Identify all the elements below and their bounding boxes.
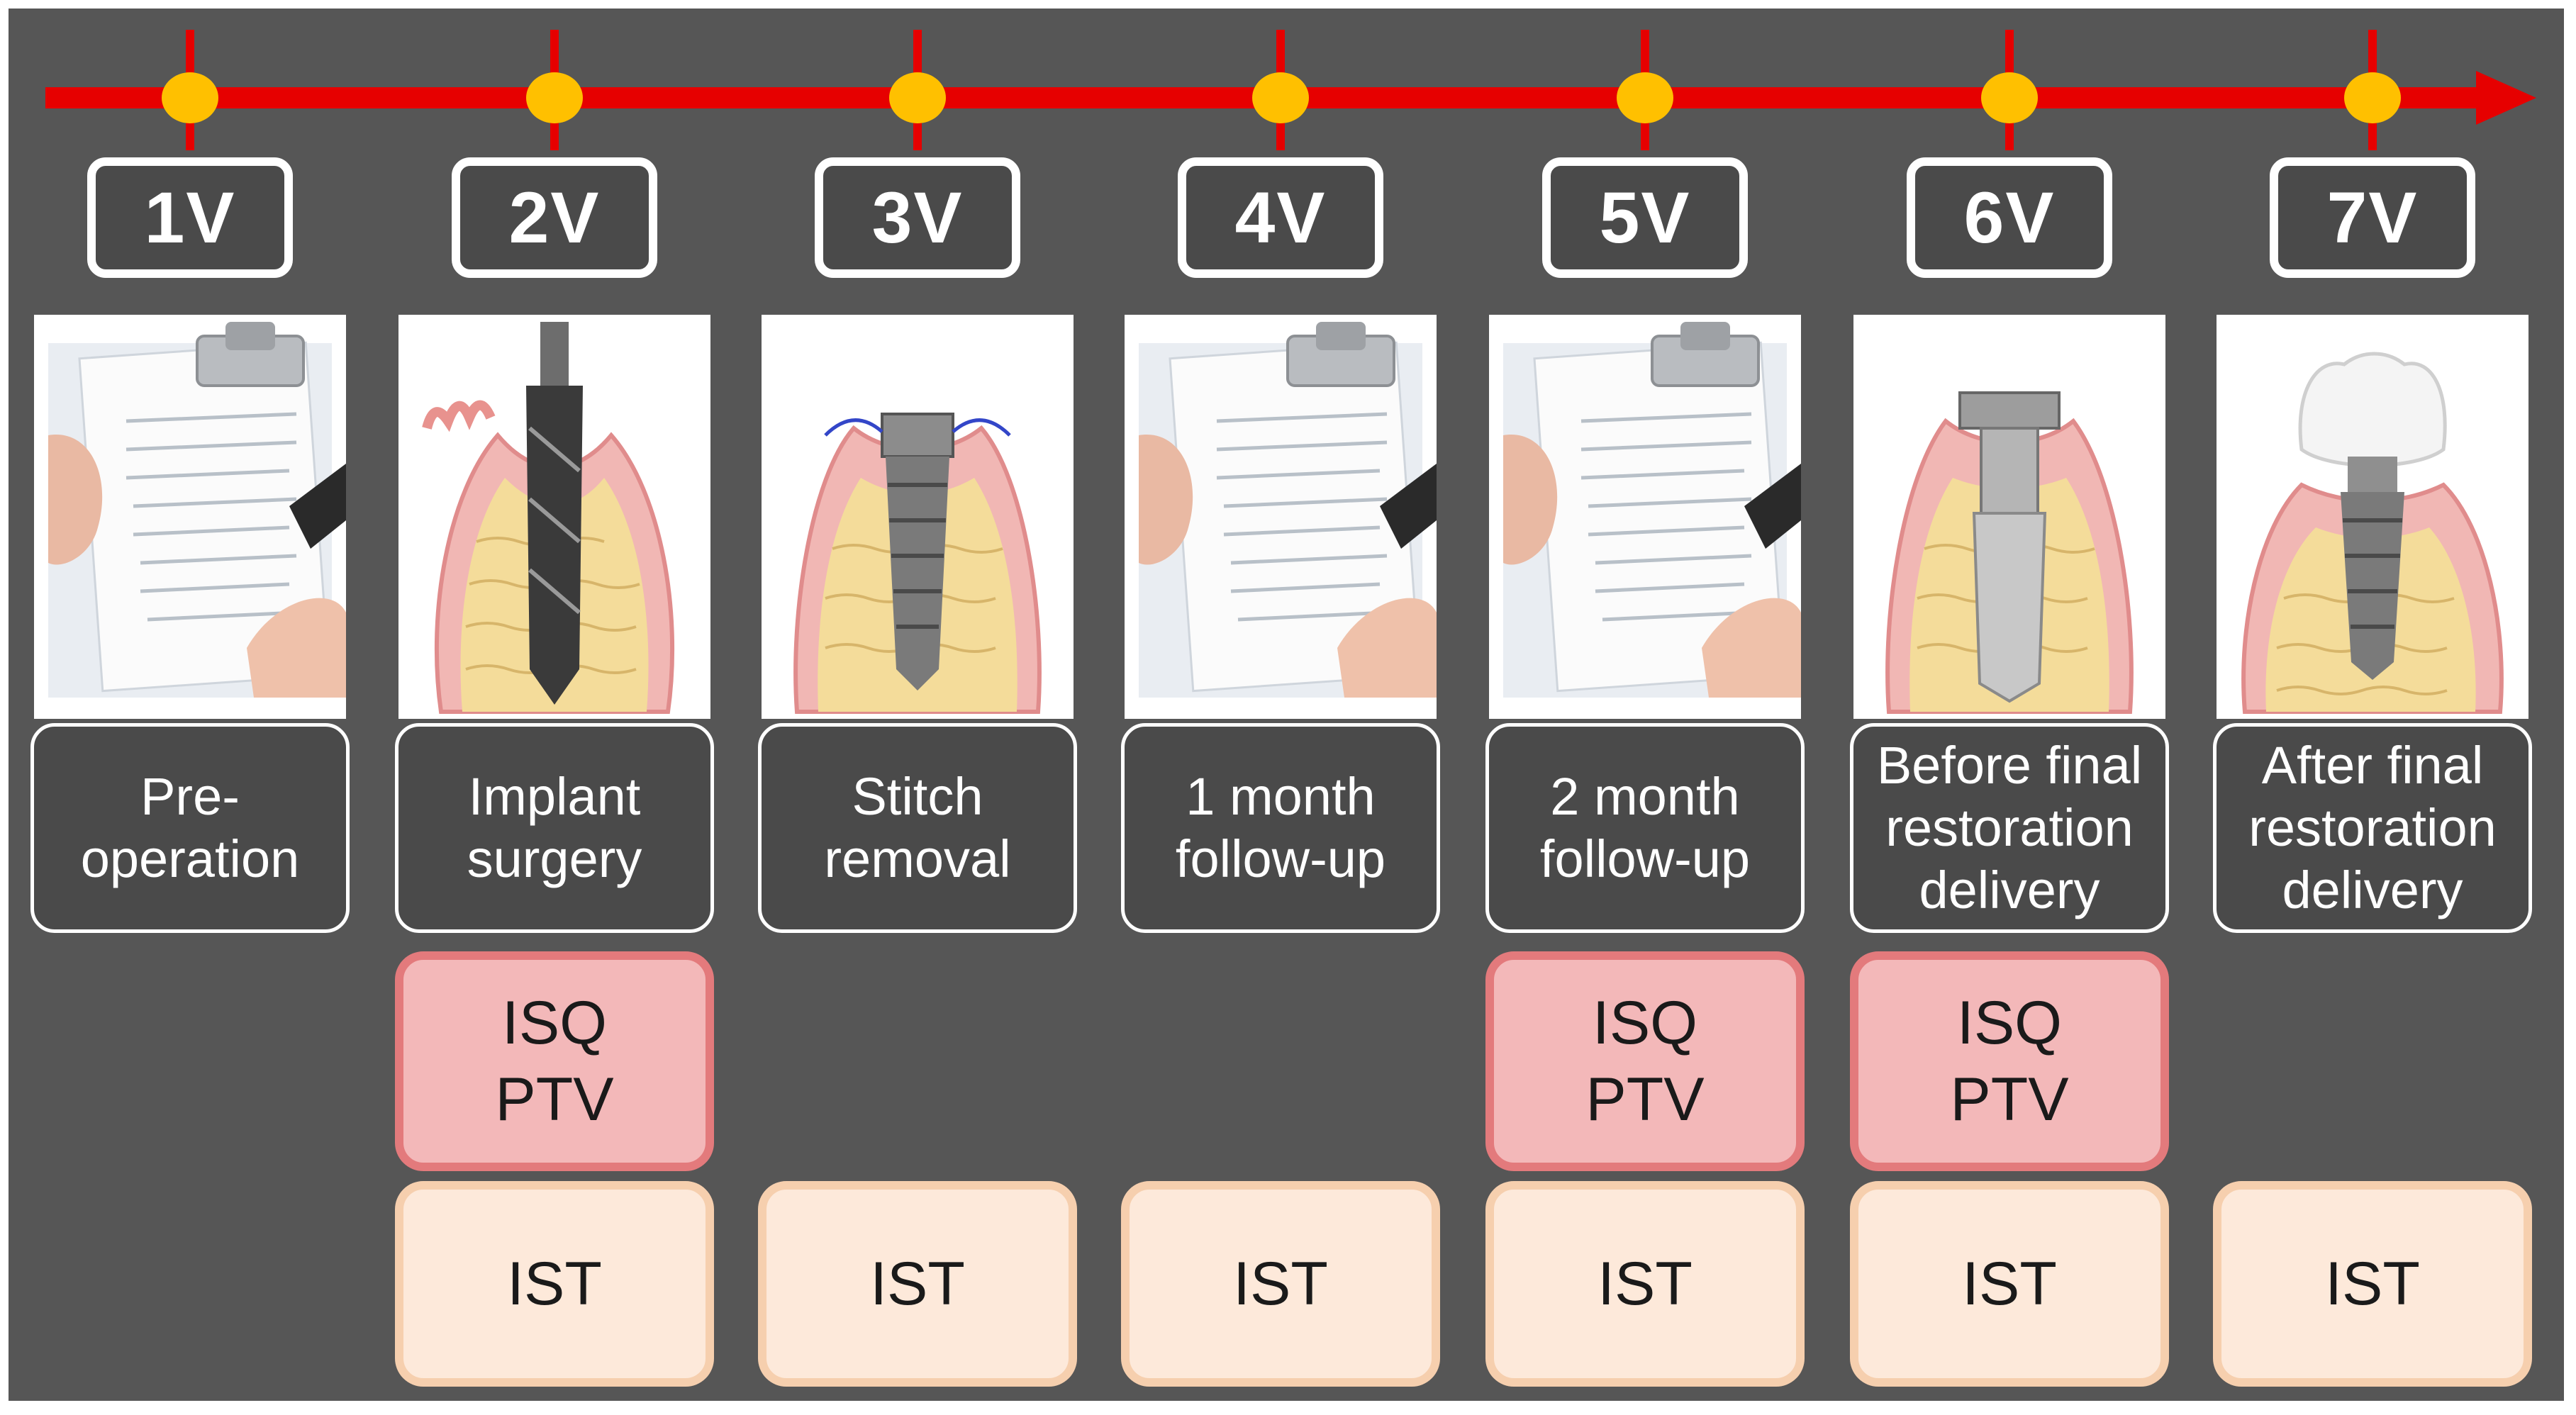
stage-label-line: After final	[2261, 736, 2484, 795]
visit-badge: 2V	[452, 157, 657, 278]
stage-label-line: Pre-	[140, 767, 240, 826]
stage-label-line: follow-up	[1175, 829, 1386, 888]
stage-label: Pre-operation	[30, 723, 350, 933]
timeline-dot	[889, 72, 946, 123]
visit-badge: 4V	[1178, 157, 1383, 278]
ist-box: IST	[1485, 1181, 1805, 1387]
test-name: ISQ	[1592, 989, 1698, 1057]
visit-badge: 7V	[2270, 157, 2475, 278]
visit-badge: 5V	[1542, 157, 1748, 278]
stage-label-line: delivery	[1919, 861, 2100, 919]
clipboard-form-icon	[34, 315, 346, 719]
timeline-dot	[1981, 72, 2038, 123]
stage-label-line: restoration	[1885, 798, 2134, 857]
test-name: PTV	[1585, 1066, 1705, 1134]
test-name: PTV	[495, 1066, 614, 1134]
visit-badge: 6V	[1907, 157, 2112, 278]
visit-column: 1V Pre-operation	[13, 9, 367, 1401]
timeline-arrow	[45, 30, 2536, 150]
stage-label-line: follow-up	[1539, 829, 1751, 888]
test-name: PTV	[1950, 1066, 2069, 1134]
timeline-dot	[2344, 72, 2401, 123]
stage-label-line: surgery	[467, 829, 642, 888]
isq-ptv-box: ISQ PTV	[1485, 951, 1805, 1171]
stage-label-line: restoration	[2248, 798, 2497, 857]
ist-box: IST	[758, 1181, 1077, 1387]
timeline-arrowhead	[2476, 71, 2536, 125]
crown-on-implant-icon	[2217, 315, 2528, 719]
implant-with-stitches-icon	[762, 315, 1074, 719]
visit-badge: 1V	[87, 157, 293, 278]
ist-box: IST	[2213, 1181, 2532, 1387]
test-name: ISQ	[501, 989, 608, 1057]
stage-label-line: removal	[824, 829, 1011, 888]
stage-label-line: operation	[80, 829, 300, 888]
test-name: ISQ	[1956, 989, 2063, 1057]
timeline-dot	[526, 72, 583, 123]
stage-label-line: 1 month	[1186, 767, 1376, 826]
stage-label-line: delivery	[2282, 861, 2463, 919]
ist-box: IST	[1850, 1181, 2169, 1387]
timeline-dot	[162, 72, 218, 123]
clipboard-form-icon	[1489, 315, 1801, 719]
timeline-dot	[1252, 72, 1309, 123]
visit-badge: 3V	[815, 157, 1020, 278]
stage-label-line: Implant	[468, 767, 641, 826]
isq-ptv-box: ISQ PTV	[395, 951, 714, 1171]
isq-ptv-box: ISQ PTV	[1850, 951, 2169, 1171]
stage-label-line: Before final	[1876, 736, 2143, 795]
stage-label-line: Stitch	[852, 767, 983, 826]
clipboard-form-icon	[1125, 315, 1437, 719]
stage-label-line: 2 month	[1550, 767, 1740, 826]
drill-in-bone-icon	[398, 315, 710, 719]
ist-box: IST	[395, 1181, 714, 1387]
abutment-implant-icon	[1853, 315, 2165, 719]
ist-box: IST	[1121, 1181, 1440, 1387]
timeline-dot	[1617, 72, 1673, 123]
